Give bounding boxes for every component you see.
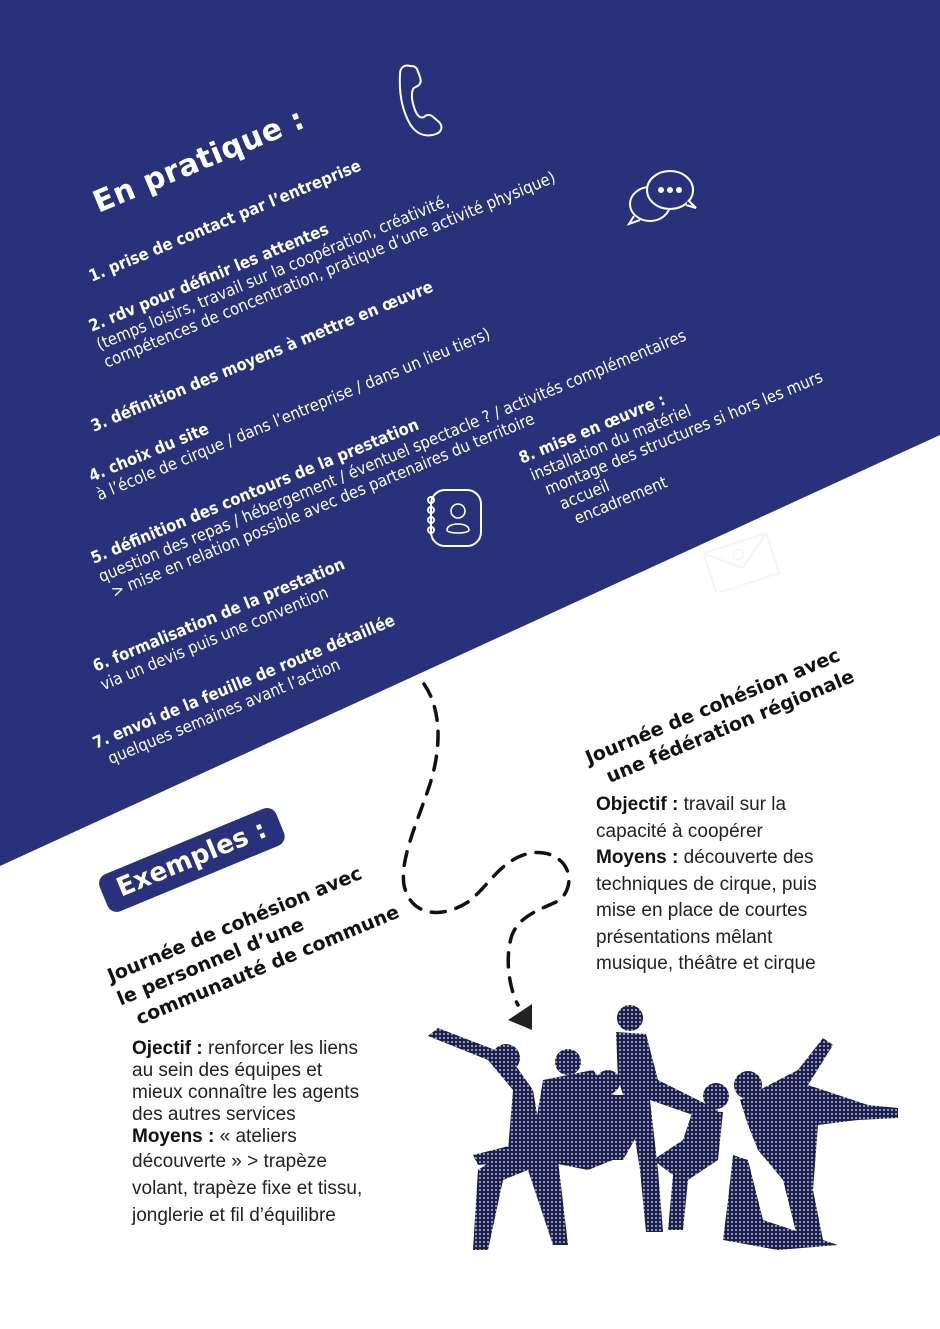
means-text: techniques de cirque, puis <box>596 873 817 895</box>
means-text: mise en place de courtes <box>596 900 808 921</box>
envelope-icon <box>702 532 781 592</box>
dashed-arrow-path <box>401 682 571 1030</box>
means-text: musique, théâtre et cirque <box>596 953 816 974</box>
means-text: « ateliers <box>214 1126 297 1147</box>
objective-text: des autres services <box>132 1104 296 1125</box>
objective-label: Ojectif : <box>132 1038 203 1059</box>
means-text: volant, trapèze fixe et tissu, <box>132 1178 363 1199</box>
means-text: découverte des <box>678 847 814 868</box>
example-2-title: Journée de cohésion avec une fédération … <box>582 641 858 794</box>
address-book-icon <box>427 489 482 547</box>
examples-badge: Exemples : <box>96 804 289 915</box>
example-1-body: Ojectif : renforcer les liens au sein de… <box>132 1038 362 1229</box>
acrobats-photo <box>428 1005 898 1250</box>
objective-text: travail sur la <box>678 794 787 815</box>
chat-bubbles-icon <box>626 170 697 226</box>
means-text: présentations mêlant <box>596 926 773 948</box>
means-text: découverte » > trapèze <box>132 1151 327 1172</box>
arrow-head-icon <box>508 1004 532 1030</box>
objective-text: mieux connaître les agents <box>132 1082 360 1103</box>
means-label: Moyens : <box>132 1126 215 1147</box>
objective-label: Objectif : <box>596 794 679 815</box>
objective-text: renforcer les liens <box>202 1038 358 1059</box>
objective-text: capacité à coopérer <box>596 820 763 842</box>
objective-text: au sein des équipes et <box>132 1060 323 1081</box>
means-label: Moyens : <box>596 847 679 868</box>
example-2-body: Objectif : travail sur la capacité à coo… <box>596 792 817 978</box>
phone-icon <box>398 64 443 137</box>
means-text: jonglerie et fil d’équilibre <box>132 1205 336 1226</box>
